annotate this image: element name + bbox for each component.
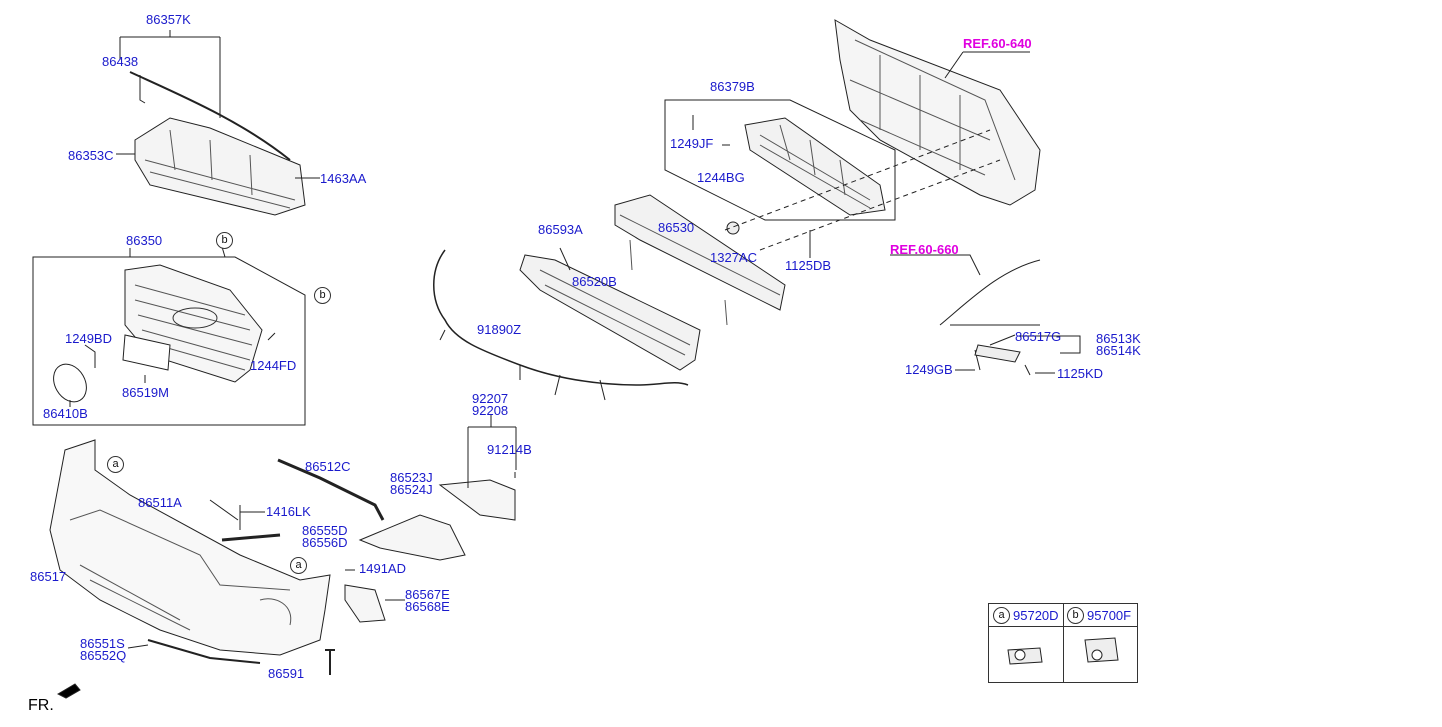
part-1125db[interactable]: 1125DB xyxy=(785,258,832,273)
marker-a-bumper-left: a xyxy=(107,456,124,473)
part-86357k[interactable]: 86357K xyxy=(146,12,191,27)
part-86350[interactable]: 86350 xyxy=(126,233,163,248)
part-86520b[interactable]: 86520B xyxy=(572,274,617,289)
part-86551s[interactable]: 86551S xyxy=(80,636,125,651)
part-86519m[interactable]: 86519M xyxy=(122,385,169,400)
part-86523j[interactable]: 86523J xyxy=(390,470,433,485)
part-86513k[interactable]: 86513K xyxy=(1096,331,1141,346)
ref-60-640[interactable]: REF.60-640 xyxy=(963,36,1032,51)
part-86438[interactable]: 86438 xyxy=(102,54,139,69)
ref-60-660[interactable]: REF.60-660 xyxy=(890,242,959,257)
part-1416lk[interactable]: 1416LK xyxy=(266,504,311,519)
molding-strip xyxy=(129,71,291,161)
part-86552q[interactable]: 86552Q xyxy=(80,648,127,663)
part-86568e[interactable]: 86568E xyxy=(405,599,450,614)
part-92208[interactable]: 92208 xyxy=(472,403,509,418)
sensor-legend-table: a 95720D b 95700F xyxy=(988,603,1138,683)
part-1249bd[interactable]: 1249BD xyxy=(65,331,112,346)
part-86593a[interactable]: 86593A xyxy=(538,222,583,237)
part-1249gb[interactable]: 1249GB xyxy=(905,362,953,377)
leader-86357k xyxy=(119,30,221,118)
part-91214b[interactable]: 91214B xyxy=(487,442,532,457)
marker-a-bumper-center: a xyxy=(290,557,307,574)
beam-shape xyxy=(519,254,701,371)
flap-box xyxy=(664,99,896,221)
fr-arrow-icon xyxy=(56,683,81,699)
part-86591[interactable]: 86591 xyxy=(268,666,305,681)
fog-bracket xyxy=(358,514,466,561)
part-86517g[interactable]: 86517G xyxy=(1015,329,1062,344)
part-86511a[interactable]: 86511A xyxy=(138,495,182,510)
legend-marker-a: a xyxy=(993,607,1010,624)
back-beam-shape xyxy=(614,194,786,311)
part-1125kd[interactable]: 1125KD xyxy=(1057,366,1104,381)
bumper-shape xyxy=(49,439,331,656)
part-86517[interactable]: 86517 xyxy=(30,569,67,584)
part-86353c[interactable]: 86353C xyxy=(68,148,114,163)
part-86555d[interactable]: 86555D xyxy=(302,523,348,538)
legend-part-b[interactable]: 95700F xyxy=(1087,608,1132,623)
part-1491ad[interactable]: 1491AD xyxy=(359,561,406,576)
carrier-shape xyxy=(834,19,1041,206)
part-86530[interactable]: 86530 xyxy=(658,220,695,235)
part-91890z[interactable]: 91890Z xyxy=(477,322,522,337)
legend-part-a[interactable]: 95720D xyxy=(1013,608,1059,623)
part-1249jf[interactable]: 1249JF xyxy=(670,136,714,151)
marker-b-grille-side: b xyxy=(314,287,331,304)
part-86556d[interactable]: 86556D xyxy=(302,535,348,550)
part-1244fd[interactable]: 1244FD xyxy=(250,358,297,373)
part-86524j[interactable]: 86524J xyxy=(390,482,433,497)
marker-b-grille: b xyxy=(216,232,233,249)
part-86514k[interactable]: 86514K xyxy=(1096,343,1141,358)
part-1463aa[interactable]: 1463AA xyxy=(320,171,367,186)
part-1327ac[interactable]: 1327AC xyxy=(710,250,757,265)
part-92207[interactable]: 92207 xyxy=(472,391,509,406)
part-86410b[interactable]: 86410B xyxy=(43,406,88,421)
upper-cover-shape xyxy=(134,117,306,216)
part-1244bg[interactable]: 1244BG xyxy=(697,170,745,185)
leaders-top xyxy=(116,75,320,179)
part-86379b[interactable]: 86379B xyxy=(710,79,755,94)
direction-label: FR. xyxy=(28,697,54,714)
part-86567e[interactable]: 86567E xyxy=(405,587,450,602)
grille-box xyxy=(32,256,306,426)
legend-divider xyxy=(1063,604,1064,682)
legend-marker-b: b xyxy=(1067,607,1084,624)
part-86512c[interactable]: 86512C xyxy=(305,459,351,474)
